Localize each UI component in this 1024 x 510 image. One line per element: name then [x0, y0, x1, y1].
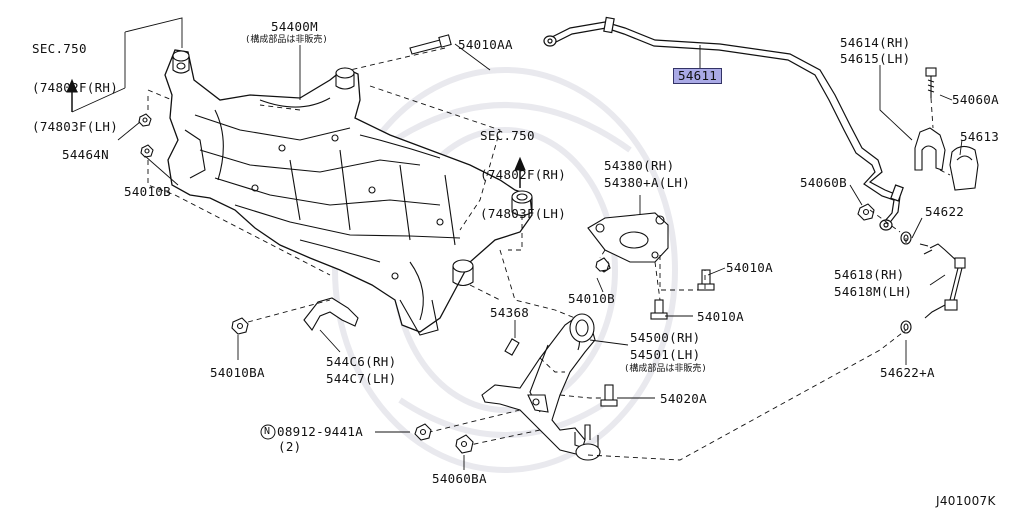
sec750-reference-top[interactable]: SEC.750 (74802F(RH) (74803F(LH): [32, 16, 118, 146]
part-08912-9441A[interactable]: 08912-9441A: [277, 424, 364, 439]
part-54400M-note: (構成部品は非販売): [245, 35, 328, 45]
part-54010BA[interactable]: 54010BA: [210, 365, 265, 380]
leader-lines: [71, 17, 963, 470]
sec750-top-lh: (74803F(LH): [32, 119, 119, 134]
reference-arrows: [66, 78, 526, 188]
part-54500[interactable]: 54500(RH): [630, 330, 701, 345]
sec750-mid-title: SEC.750: [480, 128, 535, 143]
sec750-mid-rh: (74802F(RH): [480, 167, 567, 182]
part-08912-quantity: (2): [278, 439, 302, 454]
heat-shield: [303, 297, 359, 331]
stabilizer-hardware: [857, 67, 937, 334]
part-54501[interactable]: 54501(LH): [630, 347, 701, 362]
sec750-mid-lh: (74803F(LH): [480, 206, 567, 221]
part-54060BA[interactable]: 54060BA: [432, 471, 487, 486]
drawing-code: J401007K: [936, 494, 996, 508]
arm-hardware: [138, 34, 618, 454]
part-54500-note: (構成部品は非販売): [624, 364, 707, 374]
n-symbol-letter: N: [264, 426, 271, 437]
subframe: [164, 49, 533, 336]
part-54380[interactable]: 54380(RH): [604, 158, 675, 173]
part-54010A-lower[interactable]: 54010A: [697, 309, 744, 324]
part-54618M[interactable]: 54618M(LH): [834, 284, 913, 299]
part-544C6[interactable]: 544C6(RH): [326, 354, 397, 369]
part-54010B-mid[interactable]: 54010B: [568, 291, 615, 306]
watermark-emblem: [332, 67, 678, 473]
part-54010A-upper[interactable]: 54010A: [726, 260, 773, 275]
part-54622A[interactable]: 54622+A: [880, 365, 935, 380]
part-54060B[interactable]: 54060B: [800, 175, 847, 190]
sec750-top-rh: (74802F(RH): [32, 80, 119, 95]
sec750-top-title: SEC.750: [32, 41, 87, 56]
part-54380A[interactable]: 54380+A(LH): [604, 175, 691, 190]
part-54020A[interactable]: 54020A: [660, 391, 707, 406]
stabilizer-bar: [543, 16, 904, 231]
part-54060A[interactable]: 54060A: [952, 92, 999, 107]
n-symbol-circle: [260, 424, 276, 440]
stabilizer-bushing: [914, 127, 979, 191]
part-54464N[interactable]: 54464N: [62, 147, 109, 162]
part-544C7[interactable]: 544C7(LH): [326, 371, 397, 386]
part-54615[interactable]: 54615(LH): [840, 51, 911, 66]
lower-control-arm: [481, 313, 601, 461]
part-54010AA[interactable]: 54010AA: [458, 37, 513, 52]
bracket-bolts: [650, 269, 715, 320]
part-54622[interactable]: 54622: [925, 204, 965, 219]
sec750-reference-mid[interactable]: SEC.750 (74802F(RH) (74803F(LH): [480, 103, 566, 233]
part-54618[interactable]: 54618(RH): [834, 267, 905, 282]
part-54400M[interactable]: 54400M: [271, 19, 318, 34]
part-54611-highlighted[interactable]: 54611: [673, 68, 723, 84]
part-54010B-left[interactable]: 54010B: [124, 184, 171, 199]
stabilizer-link: [919, 243, 966, 319]
reference-lines: [147, 47, 951, 461]
part-54614[interactable]: 54614(RH): [840, 35, 911, 50]
part-54613[interactable]: 54613: [960, 129, 1000, 144]
part-54368[interactable]: 54368: [490, 305, 530, 320]
